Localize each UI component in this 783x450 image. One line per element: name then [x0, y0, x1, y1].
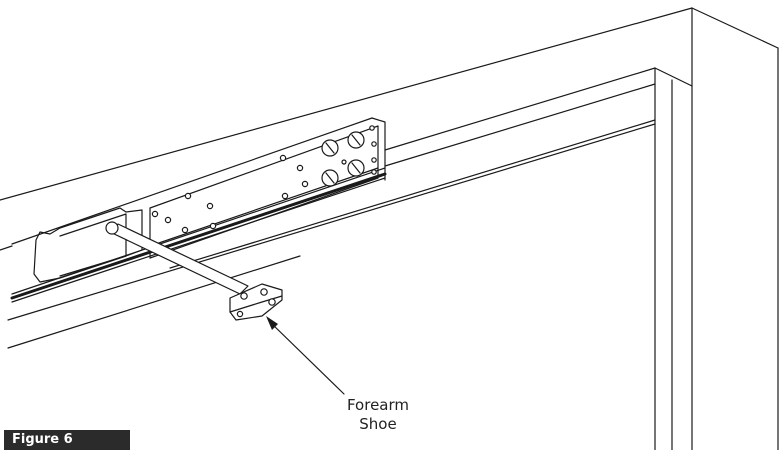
mounting-hole: [151, 210, 159, 218]
mounting-hole: [371, 169, 377, 175]
frame-head-stop-line-1: [384, 67, 656, 151]
forearm: [105, 221, 249, 295]
mounting-hole: [341, 159, 347, 165]
forearm-shoe-screw: [240, 292, 248, 300]
mounting-hole: [209, 222, 217, 230]
closer-hatched-strip: [10, 172, 387, 300]
mounting-hole: [301, 180, 309, 188]
closer-top-edge: [11, 117, 373, 245]
callout-leader-line: [269, 321, 345, 395]
door-frame: [0, 7, 779, 450]
mounting-hole: [369, 125, 375, 131]
mounting-hole: [279, 154, 287, 162]
figure-label: Figure 6: [4, 430, 130, 450]
mounting-hole: [181, 226, 189, 234]
closer-plate-groove: [149, 167, 379, 247]
mounting-hole: [206, 202, 214, 210]
closer-left-bracket: [33, 207, 143, 283]
frame-corner-seam: [654, 67, 693, 87]
adjustment-valve-slot: [325, 172, 335, 184]
frame-head-inner-line-1: [169, 119, 656, 269]
mounting-hole: [184, 192, 192, 200]
frame-head-bottom-line: [7, 255, 301, 349]
mounting-hole: [371, 157, 377, 163]
closer-body: [10, 117, 387, 303]
adjustment-valve-slot: [351, 134, 361, 146]
mounting-hole: [296, 164, 304, 172]
callout-line-2: Shoe: [359, 415, 397, 433]
adjustment-valve-slot: [351, 162, 361, 174]
mounting-hole: [371, 141, 377, 147]
adjustment-valves: [321, 131, 365, 187]
closer-bottom-edge: [11, 177, 386, 303]
forearm-shoe-screw: [236, 310, 244, 318]
mounting-holes: [151, 125, 377, 234]
frame-head-inner-line-2: [7, 123, 656, 321]
frame-head-stop-line-2: [384, 83, 656, 167]
mounting-hole: [281, 192, 289, 200]
forearm-shoe-callout: Forearm Shoe: [318, 396, 438, 434]
forearm-pivot: [105, 221, 119, 235]
callout-arrowhead: [266, 316, 278, 330]
frame-top-right-bevel: [691, 7, 779, 49]
forearm-shoe: [229, 283, 283, 321]
mounting-hole: [164, 216, 172, 224]
forearm-shoe-screw: [268, 298, 276, 306]
callout-leader: [266, 316, 345, 395]
forearm-shoe-screw: [260, 288, 268, 296]
closer-right-end: [371, 117, 386, 181]
callout-line-1: Forearm: [346, 396, 410, 414]
frame-left-short-line: [0, 245, 13, 251]
frame-top-outer-edge: [0, 7, 693, 201]
adjustment-valve-slot: [325, 142, 335, 154]
